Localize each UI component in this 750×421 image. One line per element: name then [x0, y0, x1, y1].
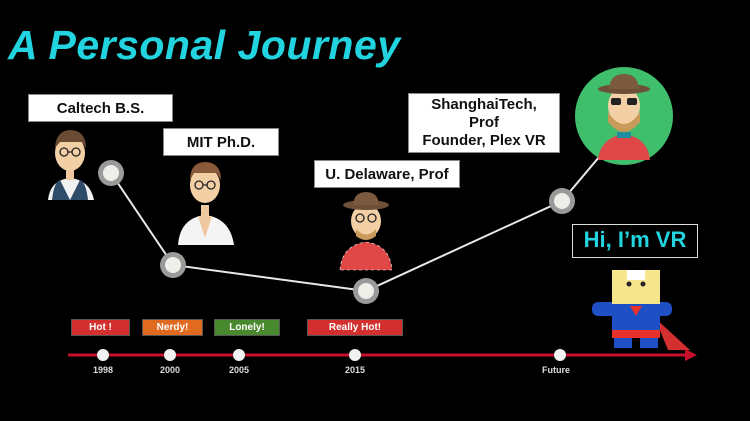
- journey-node: [549, 188, 575, 214]
- label-shanghaitech-line: Founder, Plex VR: [422, 132, 546, 149]
- greeting-text: Hi, I’m VR: [583, 227, 687, 252]
- journey-node: [160, 252, 186, 278]
- tag-nerdy: Nerdy!: [142, 319, 203, 336]
- avatar-shanghaitech: [575, 67, 673, 165]
- timeline: [68, 349, 697, 361]
- label-shanghaitech-line: Prof: [469, 114, 499, 131]
- avatar-mit: [178, 162, 234, 245]
- year-label: Future: [542, 365, 570, 375]
- tag-really-hot: Really Hot!: [307, 319, 403, 336]
- label-delaware: U. Delaware, Prof: [314, 160, 460, 188]
- tag-lonely: Lonely!: [214, 319, 280, 336]
- year-label: 1998: [92, 365, 114, 375]
- vr-mascot: [592, 270, 690, 350]
- label-shanghaitech-line: ShanghaiTech,: [431, 96, 537, 113]
- journey-node: [353, 278, 379, 304]
- label-mit: MIT Ph.D.: [163, 128, 279, 156]
- year-label: 2000: [159, 365, 181, 375]
- journey-node: [98, 160, 124, 186]
- greeting-box: [572, 224, 698, 258]
- year-label: 2005: [228, 365, 250, 375]
- avatar-caltech: [48, 130, 94, 200]
- year-label: 2015: [344, 365, 366, 375]
- tag-hot: Hot !: [71, 319, 130, 336]
- avatar-delaware: [339, 192, 393, 271]
- page-title: A Personal Journey: [8, 22, 401, 68]
- label-caltech: Caltech B.S.: [28, 94, 173, 122]
- label-shanghaitech: ShanghaiTech, Prof Founder, Plex VR: [408, 93, 560, 153]
